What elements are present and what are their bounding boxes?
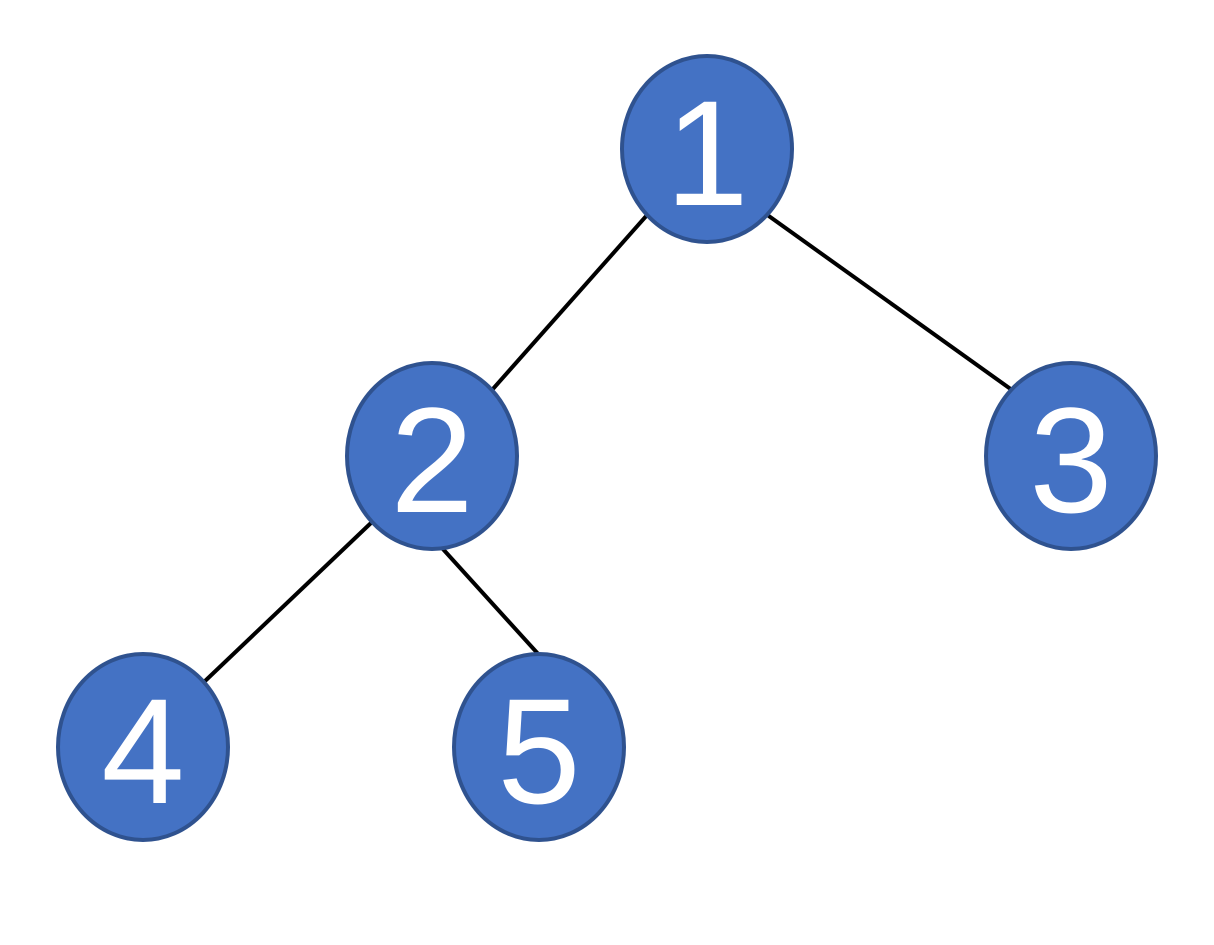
node-3-label: 3 (1029, 376, 1112, 544)
node-1-circle (620, 54, 794, 244)
node-4: 4 (56, 652, 230, 842)
node-4-label: 4 (101, 667, 184, 835)
edge-2-5 (440, 546, 542, 658)
node-5: 5 (452, 652, 626, 842)
node-3: 3 (984, 361, 1158, 551)
node-1: 1 (620, 54, 794, 244)
edge-2-4 (202, 520, 374, 684)
node-2-label: 2 (390, 376, 473, 544)
edge-1-2 (490, 212, 650, 392)
node-3-circle (984, 361, 1158, 551)
edge-1-3 (764, 212, 1014, 392)
node-2: 2 (345, 361, 519, 551)
node-4-circle (56, 652, 230, 842)
node-2-circle (345, 361, 519, 551)
node-5-circle (452, 652, 626, 842)
node-1-label: 1 (665, 69, 748, 237)
node-5-label: 5 (497, 667, 580, 835)
